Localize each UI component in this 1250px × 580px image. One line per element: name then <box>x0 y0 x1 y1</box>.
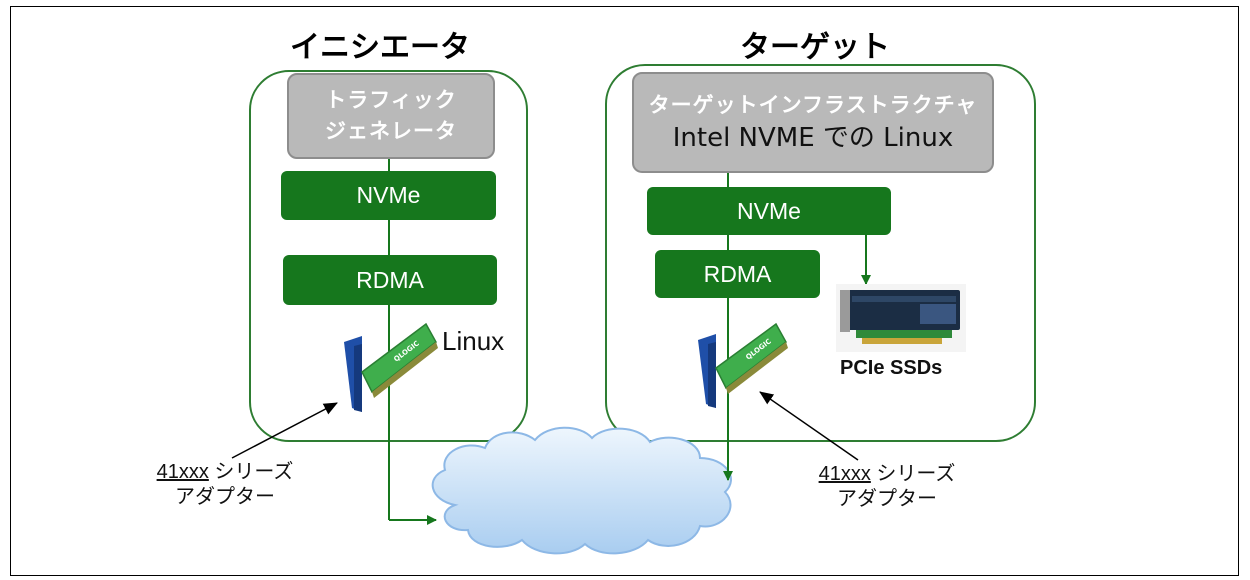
target-callout-suffix: シリーズ <box>870 463 956 485</box>
traffic-generator-line1: トラフィック <box>325 88 457 112</box>
initiator-callout-model: 41xxx <box>156 461 209 483</box>
target-callout-line2: アダプター <box>837 488 937 510</box>
pcie-ssd-icon <box>836 284 966 352</box>
network-cloud <box>431 426 732 555</box>
initiator-nvme-box: NVMe <box>281 171 496 220</box>
initiator-callout-line2: アダプター <box>175 486 275 508</box>
target-adapter-callout: 41xxx シリーズ アダプター <box>807 462 967 512</box>
pcie-ssd-label: PCIe SSDs <box>840 357 943 379</box>
diagram-frame <box>10 6 1239 576</box>
target-adapter-icon: QLOGIC <box>698 322 788 408</box>
initiator-adapter-callout: 41xxx シリーズ アダプター <box>145 460 305 510</box>
traffic-generator-box: トラフィック ジェネレータ <box>287 73 495 159</box>
target-callout-model: 41xxx <box>818 463 871 485</box>
initiator-callout-arrow <box>231 402 338 459</box>
target-nvme-box: NVMe <box>647 187 891 235</box>
initiator-rdma-box: RDMA <box>283 255 497 305</box>
traffic-generator-line2: ジェネレータ <box>325 119 457 143</box>
initiator-os-label: Linux <box>442 326 505 356</box>
initiator-title: イニシエータ <box>290 30 470 65</box>
initiator-callout-suffix: シリーズ <box>208 461 294 483</box>
initiator-adapter-icon: QLOGIC <box>344 322 438 412</box>
target-callout-arrow <box>759 391 859 461</box>
target-rdma-box: RDMA <box>655 250 820 298</box>
target-infrastructure-line2: Intel NVME での Linux <box>672 123 954 153</box>
target-infrastructure-line1: ターゲットインフラストラクチャ <box>648 93 978 117</box>
target-title: ターゲット <box>740 30 890 65</box>
target-infrastructure-box: ターゲットインフラストラクチャ Intel NVME での Linux <box>632 72 994 173</box>
